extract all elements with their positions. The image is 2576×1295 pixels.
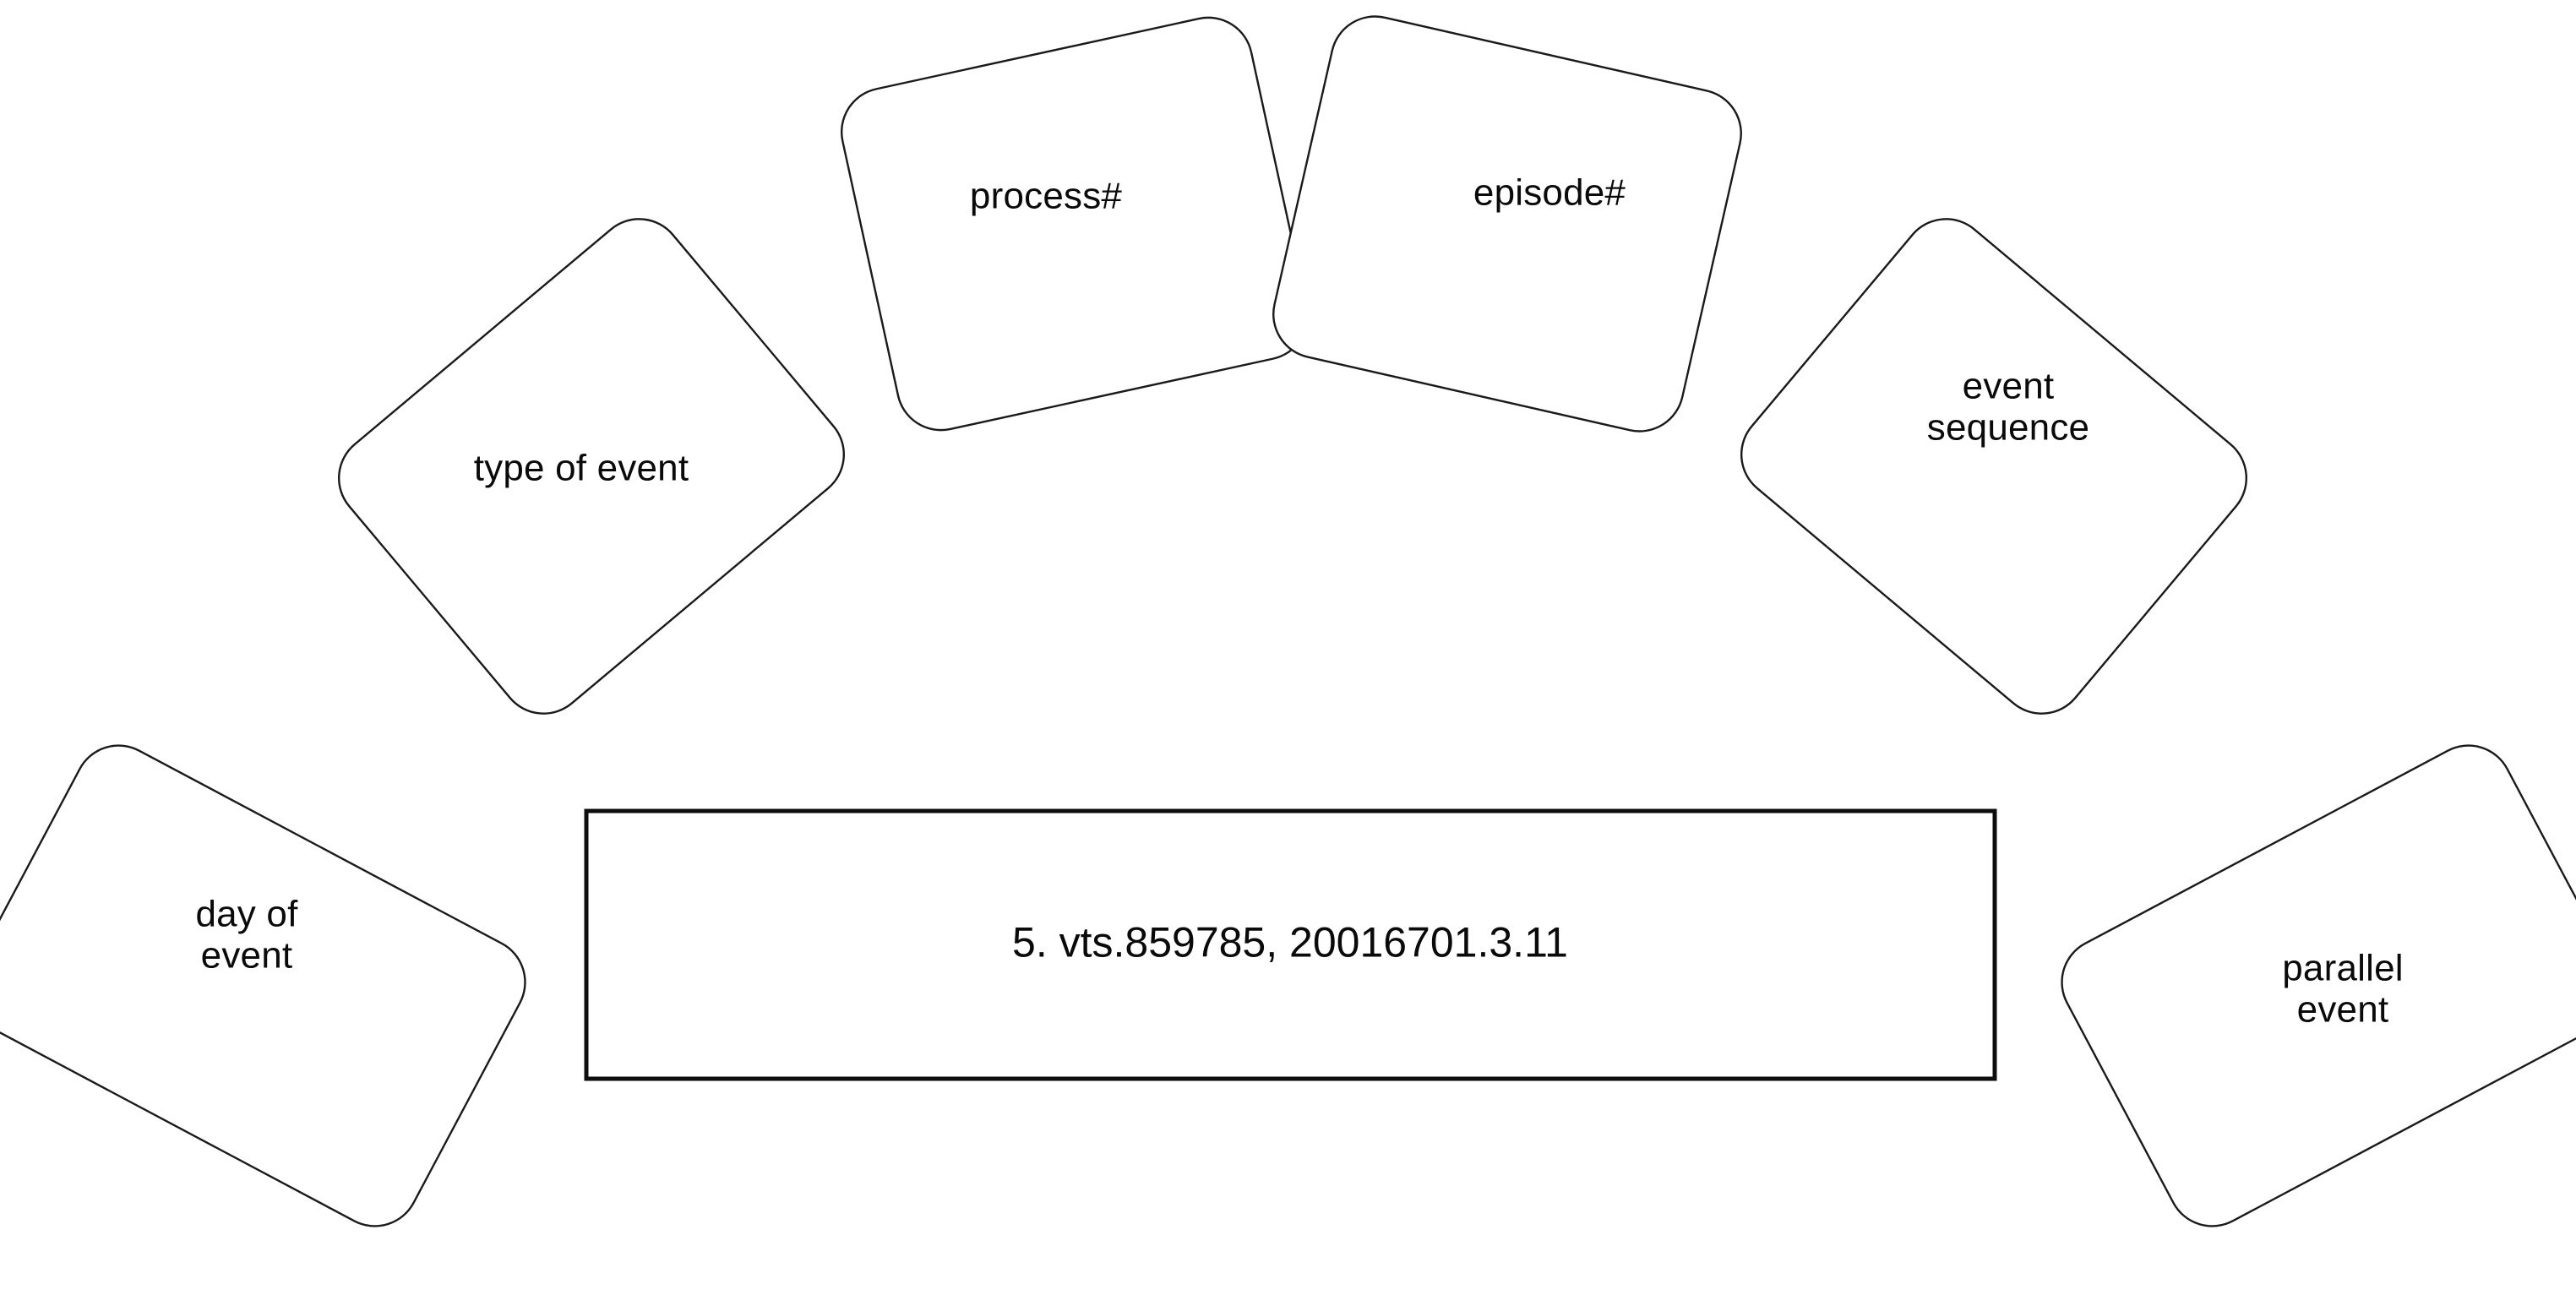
- fan-node-episode-number[interactable]: [1265, 8, 1750, 439]
- episode-number-shape[interactable]: [1265, 8, 1750, 439]
- type-of-event-label: type of event: [473, 447, 689, 489]
- process-number-label: process#: [969, 175, 1123, 217]
- day-of-event-shape[interactable]: [0, 730, 541, 1241]
- fan-node-type-of-event[interactable]: [321, 201, 862, 732]
- episode-number-label: episode#: [1473, 171, 1626, 214]
- event-sequence-label: event sequence: [1926, 365, 2090, 449]
- process-number-shape[interactable]: [833, 9, 1315, 438]
- fan-node-event-sequence[interactable]: [1724, 201, 2264, 732]
- center-box-group[interactable]: [584, 808, 1997, 1081]
- type-of-event-shape[interactable]: [321, 201, 862, 732]
- parallel-event-shape[interactable]: [2046, 730, 2576, 1241]
- day-of-event-label: day of event: [195, 893, 298, 977]
- fan-node-day-of-event[interactable]: [0, 730, 541, 1241]
- center-box-shape[interactable]: [584, 808, 1997, 1081]
- fan-node-process-number[interactable]: [833, 9, 1315, 438]
- center-box-label: 5. vts.859785, 20016701.3.11: [1012, 918, 1568, 966]
- event-sequence-shape[interactable]: [1724, 201, 2264, 732]
- parallel-event-label: parallel event: [2282, 947, 2404, 1031]
- fan-node-parallel-event[interactable]: [2046, 730, 2576, 1241]
